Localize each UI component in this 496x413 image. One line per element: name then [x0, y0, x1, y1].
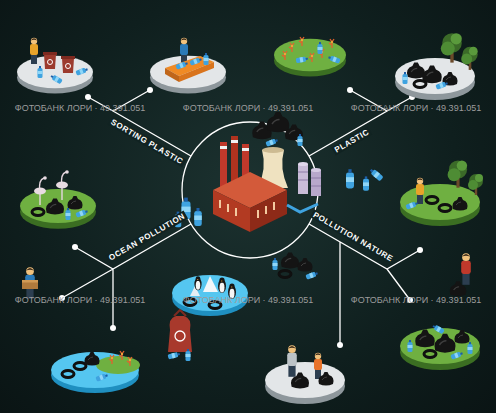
category-label: SORTING PLASTIC	[108, 117, 187, 168]
watermark: ФОТОБАНК ЛОРИ · 49.391.051	[351, 295, 481, 305]
category-label: OCEAN POLLUTION	[106, 210, 189, 263]
watermark: ФОТОБАНК ЛОРИ · 49.391.051	[183, 103, 313, 113]
watermark: ФОТОБАНК ЛОРИ · 49.391.051	[351, 103, 481, 113]
category-label: POLLUTION NATURE	[310, 209, 397, 264]
watermark: ФОТОБАНК ЛОРИ · 49.391.051	[15, 295, 145, 305]
watermark: ФОТОБАНК ЛОРИ · 49.391.051	[183, 295, 313, 305]
watermark: ФОТОБАНК ЛОРИ · 49.391.051	[15, 103, 145, 113]
